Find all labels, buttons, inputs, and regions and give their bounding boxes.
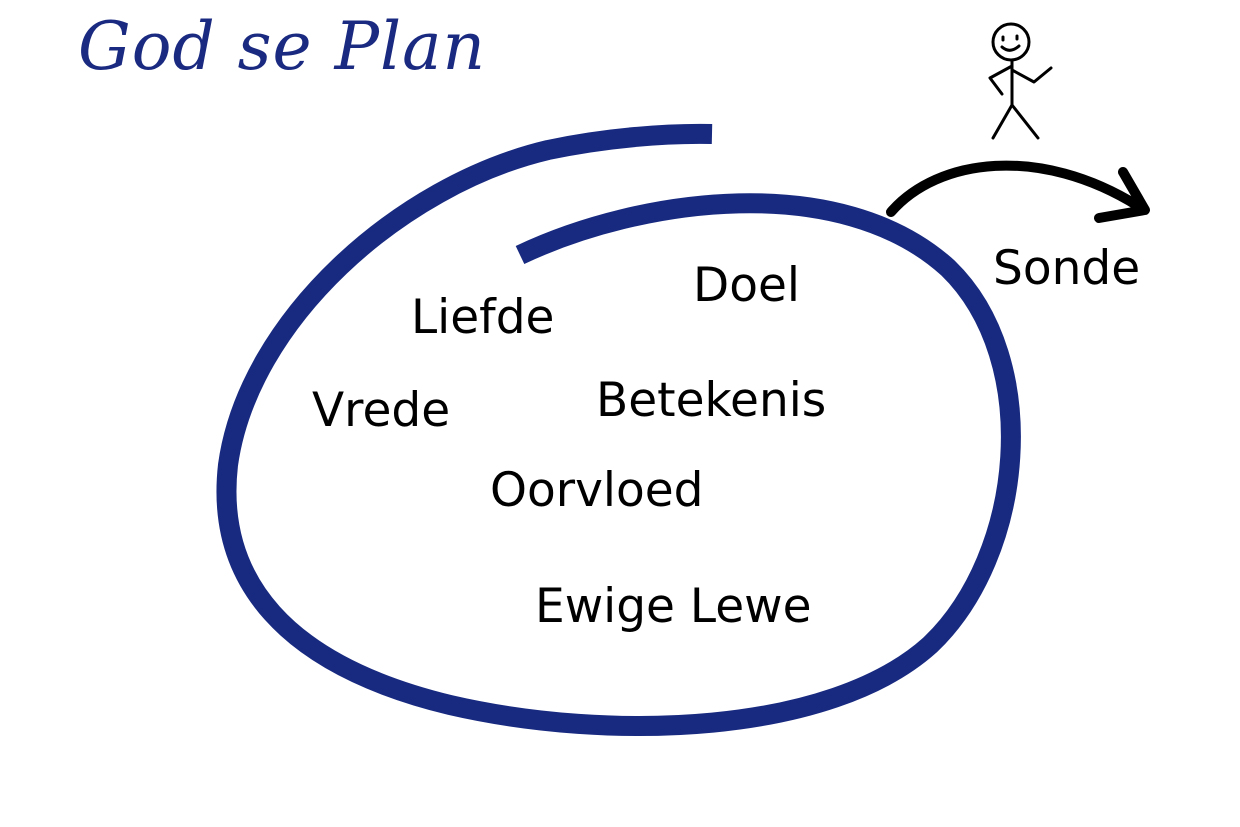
stick-figure-icon [988,22,1053,140]
concept-ewige-lewe: Ewige Lewe [535,579,812,634]
concept-oorvloed: Oorvloed [490,463,704,518]
curved-arrow-icon [886,160,1150,223]
concept-vrede: Vrede [312,383,451,438]
page-title: God se Plan [78,8,486,85]
spiral-loop [216,123,1021,736]
concept-sonde: Sonde [993,241,1141,296]
concept-doel: Doel [693,258,800,313]
concept-betekenis: Betekenis [596,373,827,428]
concept-liefde: Liefde [411,290,555,345]
